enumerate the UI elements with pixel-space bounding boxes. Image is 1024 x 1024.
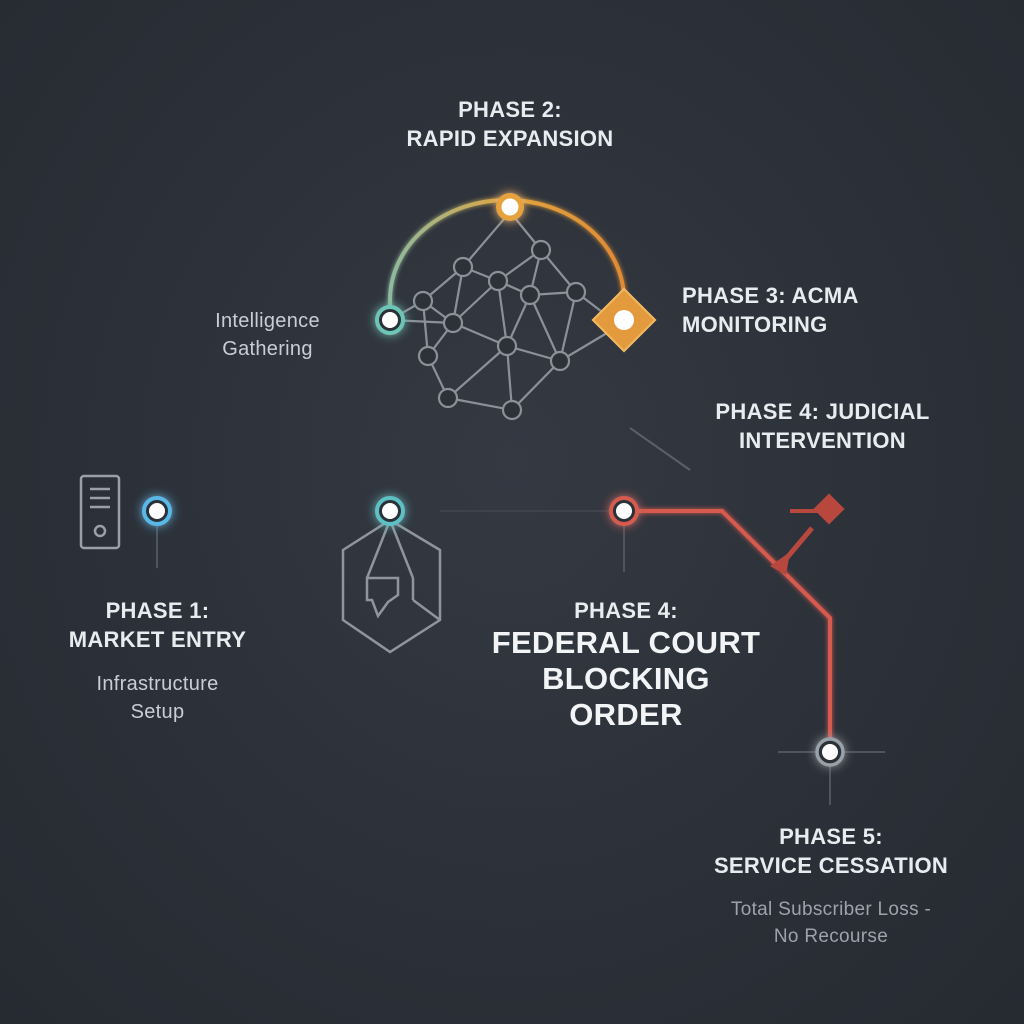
phase4-order-title: PHASE 4: — [574, 598, 678, 623]
phase4-judicial-line2: INTERVENTION — [739, 428, 906, 453]
faint-connector-diagonal — [629, 427, 691, 471]
intelligence-line2: Gathering — [222, 338, 313, 360]
intelligence-line1: Intelligence — [215, 310, 320, 332]
node-phase1 — [142, 496, 172, 526]
phase3-label: PHASE 3: ACMA MONITORING — [682, 281, 859, 339]
phase5-sub-line1: Total Subscriber Loss - — [730, 899, 932, 920]
phase1-sub-line1: Infrastructure — [96, 673, 219, 695]
phase4-judicial-line1: PHASE 4: JUDICIAL — [715, 399, 930, 424]
hexagon-shield-icon — [341, 518, 442, 654]
node-phase3 — [614, 310, 634, 330]
phase5-title-line1: PHASE 5: — [779, 824, 883, 849]
phase3-title-line1: PHASE 3: ACMA — [682, 283, 859, 308]
phase1-title-line2: MARKET ENTRY — [68, 627, 247, 652]
server-icon — [79, 474, 121, 550]
phase4-order-big-line1: FEDERAL COURT — [491, 625, 761, 660]
phase4-order-big-line3: ORDER — [569, 697, 683, 732]
phase5-title-line2: SERVICE CESSATION — [713, 853, 949, 878]
phase3-title-line2: MONITORING — [682, 312, 828, 337]
phase2-label: PHASE 2: RAPID EXPANSION — [380, 95, 640, 153]
phase1-label: PHASE 1: MARKET ENTRY Infrastructure Set… — [45, 596, 270, 726]
node-junction — [375, 496, 405, 526]
phase4-order-big-line2: BLOCKING — [542, 661, 710, 696]
phase2-title-line2: RAPID EXPANSION — [406, 126, 614, 151]
phase4-order-label: PHASE 4: FEDERAL COURT BLOCKING ORDER — [478, 596, 774, 733]
red-diamond-marker-icon — [770, 493, 845, 575]
phase1-title-line1: PHASE 1: — [105, 598, 210, 623]
node-phase2 — [496, 193, 524, 221]
phase1-sub-line2: Setup — [130, 701, 185, 723]
node-phase4 — [609, 496, 639, 526]
phase2-title-line1: PHASE 2: — [458, 97, 562, 122]
network-mesh-icon — [389, 211, 613, 421]
intelligence-label: Intelligence Gathering — [180, 307, 355, 363]
phase5-sub-line2: No Recourse — [773, 926, 889, 947]
node-phase5 — [815, 737, 845, 767]
node-intelligence — [375, 305, 405, 335]
phase5-label: PHASE 5: SERVICE CESSATION Total Subscri… — [700, 822, 962, 950]
phase4-judicial-label: PHASE 4: JUDICIAL INTERVENTION — [700, 397, 945, 455]
